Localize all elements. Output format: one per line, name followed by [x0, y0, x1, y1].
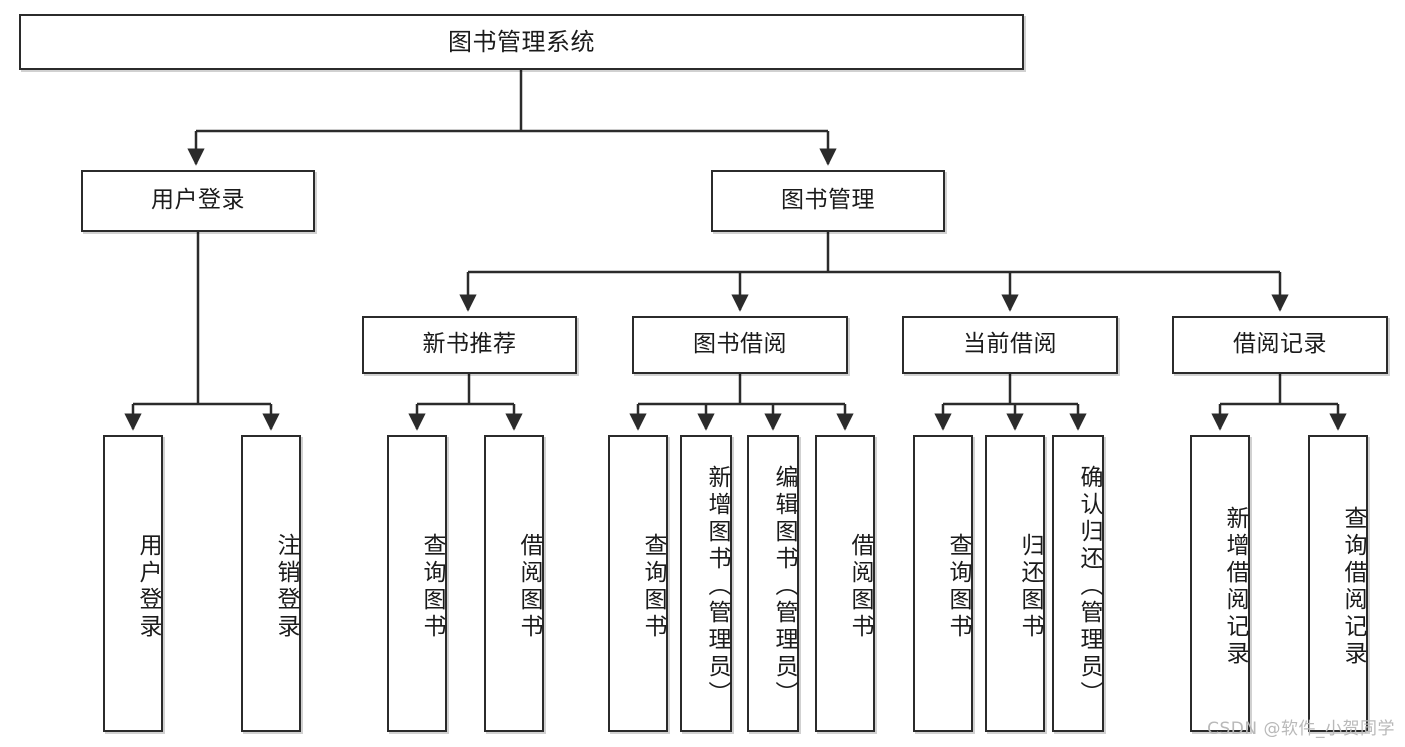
node-leaf-logout[interactable]: 注销登录: [241, 435, 301, 732]
node-current-borrow-label: 当前借阅: [963, 331, 1057, 358]
node-leaf-user-login-label: 用户登录: [135, 532, 161, 641]
node-user-login-label: 用户登录: [151, 187, 245, 214]
node-new-book-rec-label: 新书推荐: [422, 331, 517, 358]
node-leaf-query-book-1-label: 查询图书: [419, 532, 445, 641]
node-leaf-add-record-label: 新增借阅记录: [1222, 505, 1248, 668]
node-leaf-query-record-label: 查询借阅记录: [1340, 505, 1366, 668]
node-book-manage[interactable]: 图书管理: [711, 170, 945, 232]
node-leaf-query-record[interactable]: 查询借阅记录: [1308, 435, 1368, 732]
node-leaf-query-book-3-label: 查询图书: [945, 532, 971, 641]
node-leaf-confirm-return-label: 确认归还（管理员）: [1076, 465, 1102, 708]
node-leaf-confirm-return[interactable]: 确认归还（管理员）: [1052, 435, 1104, 732]
node-leaf-edit-book-label: 编辑图书（管理员）: [771, 465, 797, 708]
node-leaf-borrow-book-1-label: 借阅图书: [516, 532, 542, 641]
node-leaf-return-book-label: 归还图书: [1017, 532, 1043, 641]
node-borrow-record[interactable]: 借阅记录: [1172, 316, 1388, 374]
node-leaf-query-book-3[interactable]: 查询图书: [913, 435, 973, 732]
node-leaf-add-book[interactable]: 新增图书（管理员）: [680, 435, 732, 732]
node-new-book-rec[interactable]: 新书推荐: [362, 316, 577, 374]
node-book-borrow-label: 图书借阅: [693, 331, 787, 358]
node-leaf-add-book-label: 新增图书（管理员）: [704, 465, 730, 708]
node-root[interactable]: 图书管理系统: [19, 14, 1024, 70]
node-leaf-borrow-book-1[interactable]: 借阅图书: [484, 435, 544, 732]
node-leaf-edit-book[interactable]: 编辑图书（管理员）: [747, 435, 799, 732]
node-leaf-query-book-1[interactable]: 查询图书: [387, 435, 447, 732]
node-leaf-return-book[interactable]: 归还图书: [985, 435, 1045, 732]
node-leaf-query-book-2[interactable]: 查询图书: [608, 435, 668, 732]
node-borrow-record-label: 借阅记录: [1233, 331, 1327, 358]
node-root-label: 图书管理系统: [448, 27, 595, 56]
node-book-manage-label: 图书管理: [781, 187, 875, 214]
node-user-login[interactable]: 用户登录: [81, 170, 315, 232]
node-current-borrow[interactable]: 当前借阅: [902, 316, 1118, 374]
node-book-borrow[interactable]: 图书借阅: [632, 316, 848, 374]
node-leaf-logout-label: 注销登录: [273, 532, 299, 641]
node-leaf-add-record[interactable]: 新增借阅记录: [1190, 435, 1250, 732]
node-leaf-borrow-book-2[interactable]: 借阅图书: [815, 435, 875, 732]
node-leaf-user-login[interactable]: 用户登录: [103, 435, 163, 732]
node-leaf-query-book-2-label: 查询图书: [640, 532, 666, 641]
node-leaf-borrow-book-2-label: 借阅图书: [847, 532, 873, 641]
